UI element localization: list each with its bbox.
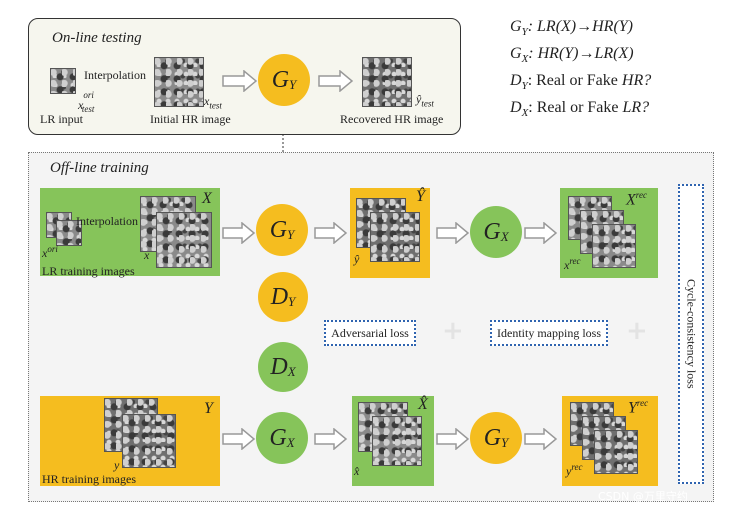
recovered-hr-label: Recovered HR image [340, 112, 444, 126]
xhat-X-label: X̂ [418, 396, 428, 413]
arrow-icon [222, 70, 258, 92]
arrow-icon [318, 70, 354, 92]
yhat-image [370, 212, 420, 262]
hr-image [122, 414, 176, 468]
plus-icon: + [442, 316, 464, 346]
yrec-image [594, 430, 638, 474]
arrow-icon [436, 222, 470, 244]
lr-interp-image [156, 212, 212, 268]
initial-hr-image [154, 57, 204, 107]
initial-hr-label: Initial HR image [150, 112, 231, 126]
lr-X-label: X [202, 190, 212, 207]
arrow-icon [222, 222, 256, 244]
adversarial-loss-box: Adversarial loss [324, 320, 416, 346]
arrow-icon [436, 428, 470, 450]
legend-row-gy: GY: LR(X)→HR(Y) [510, 18, 633, 39]
yhat-Y-label: Ŷ [416, 188, 425, 205]
watermark: CSDN @万里守约 [598, 490, 688, 503]
lr-small-image [56, 220, 82, 246]
lr-input-label: LR input [40, 112, 84, 126]
offline-title: Off-line training [50, 160, 149, 176]
arrow-icon [314, 222, 348, 244]
identity-loss-box: Identity mapping loss [490, 320, 608, 346]
hr-y-label: y [114, 458, 120, 472]
xrec-X-label: Xrec [626, 190, 647, 209]
interpolation-label: Interpolation [84, 68, 146, 82]
legend: GY: LR(X)→HR(Y) GX: HR(Y)→LR(X) DY: Real… [510, 18, 651, 126]
plus-icon: + [626, 316, 648, 346]
arrow-icon [524, 428, 558, 450]
arrow-icon [524, 222, 558, 244]
xrec-image [592, 224, 636, 268]
lr-interpolation-label: Interpolation [76, 214, 138, 228]
recovered-hr-image [362, 57, 412, 107]
yrec-Y-label: Yrec [628, 398, 649, 417]
yhat-y-label: ŷ [354, 252, 360, 266]
legend-row-dx: DX: Real or Fake LR? [510, 99, 650, 120]
lr-x-label: x [144, 248, 150, 262]
arrow-icon [222, 428, 256, 450]
yrec-y-label: yrec [566, 462, 583, 478]
legend-row-dy: DY: Real or Fake HR? [510, 72, 652, 93]
xrec-x-label: xrec [564, 256, 581, 272]
legend-row-gx: GX: HR(Y)→LR(X) [510, 45, 634, 66]
online-title: On-line testing [52, 30, 142, 46]
xhat-image [372, 416, 422, 466]
xhat-x-label: x̂ [354, 464, 360, 478]
lr-input-image [50, 68, 76, 94]
arrow-icon [314, 428, 348, 450]
cycle-consistency-box: Cycle-consistency loss [678, 184, 704, 484]
hr-training-label: HR training images [42, 472, 136, 486]
x-ori-test-label: xoritest [78, 90, 95, 115]
hr-Y-label: Y [204, 400, 213, 417]
y-hat-test-label: ŷtest [416, 92, 434, 109]
lr-x-ori-label: xori [42, 244, 58, 260]
x-test-label: xtest [204, 94, 222, 111]
lr-training-label: LR training images [42, 264, 135, 278]
